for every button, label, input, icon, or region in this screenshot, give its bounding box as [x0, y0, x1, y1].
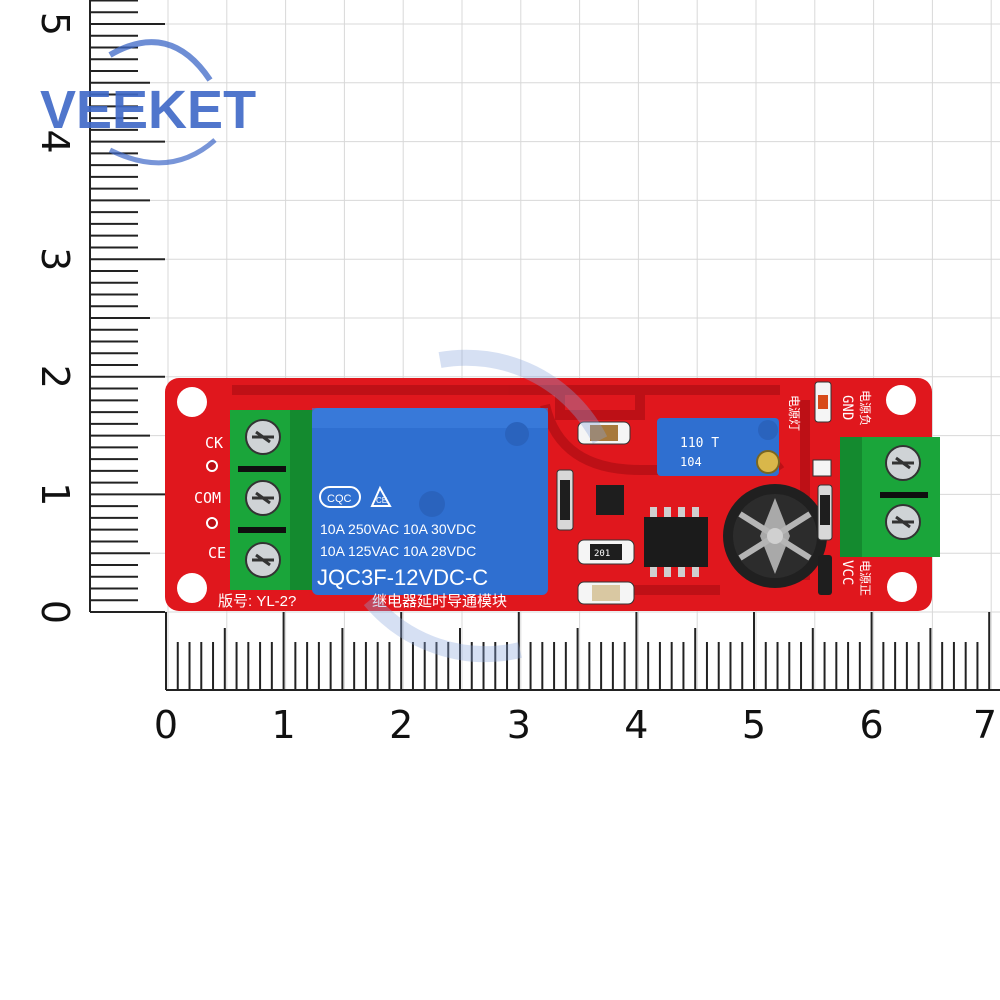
board-name: 继电器延时导通模块 [372, 593, 507, 610]
veeket-logo: VEEKET [40, 39, 256, 166]
horizontal-ruler-number: 4 [624, 703, 648, 747]
left-screw-terminal [230, 410, 320, 590]
electrolytic-capacitor [723, 484, 827, 588]
cqc-mark: CQC [327, 493, 352, 505]
vertical-ruler [89, 0, 165, 613]
relay-model: JQC3F-12VDC-C [317, 565, 488, 590]
horizontal-ruler-number: 6 [860, 703, 884, 747]
vertical-ruler-number: 1 [33, 482, 77, 506]
mount-hole [886, 385, 916, 415]
board-version: 版号: YL-2? [218, 593, 296, 610]
horizontal-ruler [165, 612, 1000, 691]
relay-rating-2: 10A 125VAC 10A 28VDC [320, 543, 476, 559]
right-screw-terminal [840, 437, 940, 557]
horizontal-ruler-labels: 0 1 2 3 4 5 6 7 [154, 703, 997, 747]
logo-text: VEEKET [40, 80, 256, 140]
gnd-label: GND [839, 395, 855, 420]
vertical-ruler-number: 0 [33, 600, 77, 624]
neg-label: 电源负 [858, 390, 872, 426]
mount-hole [177, 573, 207, 603]
timer-ic [644, 507, 708, 577]
pos-label: 电源正 [858, 560, 872, 596]
relay-module-board: CK COM CE CQC CE 10A 250V [165, 378, 940, 611]
vertical-ruler-number: 2 [33, 365, 77, 389]
vertical-ruler-number: 5 [33, 12, 77, 36]
vertical-ruler-number: 4 [33, 130, 77, 154]
relay: CQC CE 10A 250VAC 10A 30VDC 10A 125VAC 1… [312, 408, 548, 595]
mount-hole [177, 387, 207, 417]
power-led-label: 电源灯 [787, 395, 801, 431]
trimmer-potentiometer: 110 T 104 [657, 418, 780, 476]
smd-resistor-mark: 201 [594, 549, 610, 559]
horizontal-ruler-number: 7 [973, 703, 997, 747]
horizontal-ruler-number: 3 [507, 703, 531, 747]
ce-mark: CE [376, 496, 387, 505]
vcc-label: VCC [839, 560, 855, 585]
trimmer-mark-2: 104 [680, 455, 702, 469]
pin-label-ce: CE [208, 544, 226, 562]
pin-label-ck: CK [205, 434, 223, 452]
horizontal-ruler-number: 2 [389, 703, 413, 747]
watermark [363, 349, 608, 663]
horizontal-ruler-number: 0 [154, 703, 178, 747]
vertical-ruler-labels: 0 1 2 3 4 5 [33, 12, 77, 624]
trimmer-mark-1: 110 T [680, 436, 719, 451]
vertical-ruler-number: 3 [33, 247, 77, 271]
pin-label-com: COM [194, 489, 221, 507]
relay-rating-1: 10A 250VAC 10A 30VDC [320, 521, 476, 537]
horizontal-ruler-number: 5 [742, 703, 766, 747]
transistor [596, 485, 624, 515]
mount-hole [887, 572, 917, 602]
horizontal-ruler-number: 1 [272, 703, 296, 747]
